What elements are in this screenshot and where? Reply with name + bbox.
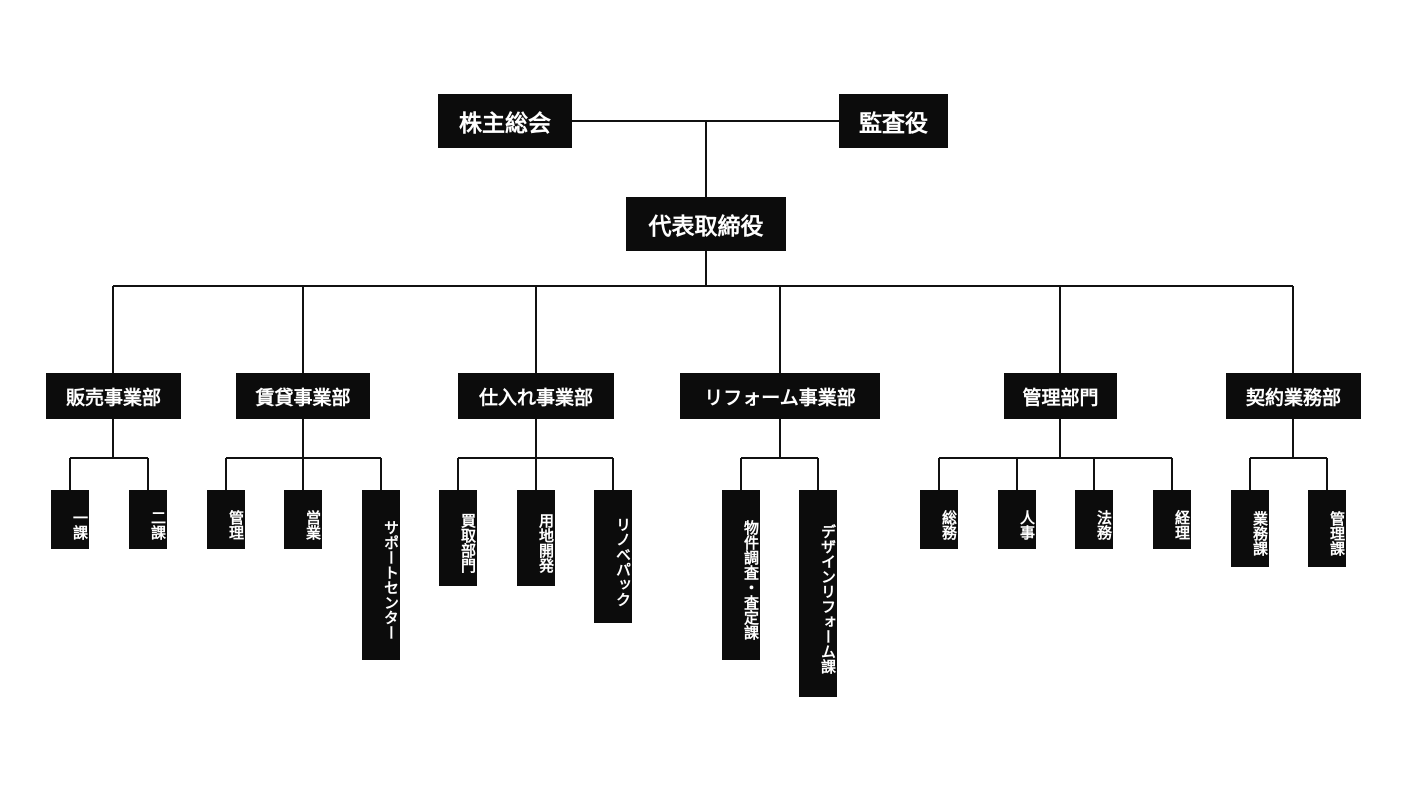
auditor-box: 監査役 bbox=[839, 94, 948, 148]
unit-contracts-management: 管理課 bbox=[1308, 490, 1346, 567]
unit-admin-general-affairs: 総務 bbox=[920, 490, 958, 549]
unit-admin-human-resources: 人事 bbox=[998, 490, 1036, 549]
unit-admin-accounting: 経理 bbox=[1153, 490, 1191, 549]
unit-purchasing-renovation-pack: リノベパック bbox=[594, 490, 632, 623]
dept-administration: 管理部門 bbox=[1004, 373, 1117, 419]
unit-purchasing-buyout: 買取部門 bbox=[439, 490, 477, 586]
ceo-box: 代表取締役 bbox=[626, 197, 786, 251]
dept-reform: リフォーム事業部 bbox=[680, 373, 880, 419]
dept-purchasing: 仕入れ事業部 bbox=[458, 373, 614, 419]
dept-contracts: 契約業務部 bbox=[1226, 373, 1361, 419]
unit-reform-design-reform: デザインリフォーム課 bbox=[799, 490, 837, 697]
unit-rental-sales: 営業 bbox=[284, 490, 322, 549]
unit-purchasing-land-development: 用地開発 bbox=[517, 490, 555, 586]
unit-sales-section-1: 一課 bbox=[51, 490, 89, 549]
unit-sales-section-2: 二課 bbox=[129, 490, 167, 549]
unit-contracts-operations: 業務課 bbox=[1231, 490, 1269, 567]
unit-rental-management: 管理 bbox=[207, 490, 245, 549]
unit-rental-support-center: サポートセンター bbox=[362, 490, 400, 660]
dept-rental: 賃貸事業部 bbox=[236, 373, 370, 419]
unit-reform-property-assessment: 物件調査・査定課 bbox=[722, 490, 760, 660]
dept-sales: 販売事業部 bbox=[46, 373, 181, 419]
shareholders-meeting-box: 株主総会 bbox=[438, 94, 572, 148]
unit-admin-legal: 法務 bbox=[1075, 490, 1113, 549]
